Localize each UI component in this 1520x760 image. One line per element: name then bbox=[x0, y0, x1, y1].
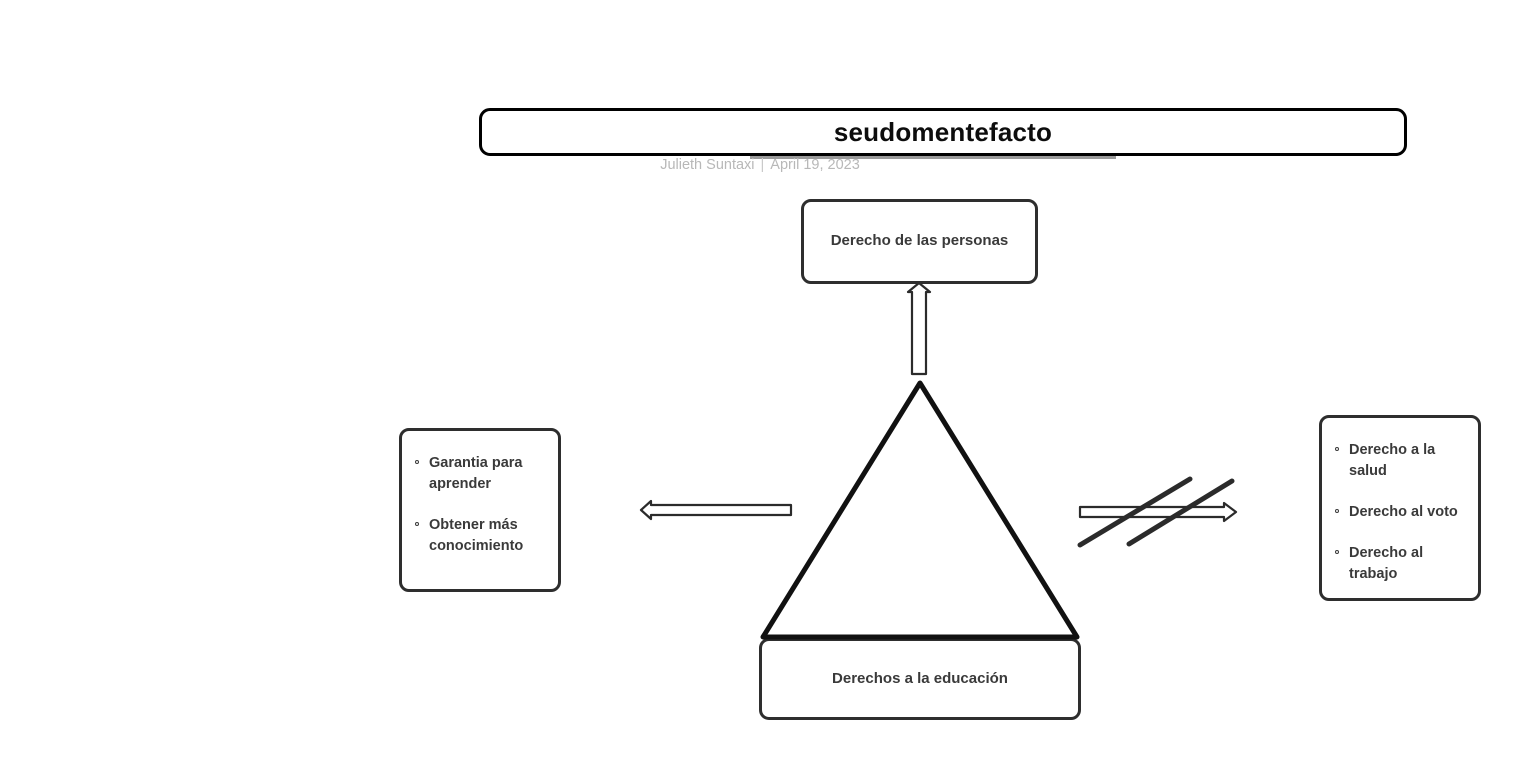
byline-author: Julieth Suntaxi bbox=[660, 157, 755, 173]
exclusiones-list: Derecho a la salud Derecho al voto Derec… bbox=[1332, 440, 1464, 585]
list-item: Derecho al trabajo bbox=[1332, 543, 1464, 585]
node-supraordinada-label: Derecho de las personas bbox=[830, 232, 1009, 250]
page-title: seudomentefacto bbox=[833, 117, 1053, 147]
arrow-up-connector bbox=[906, 281, 932, 376]
node-supraordinada[interactable]: Derecho de las personas bbox=[801, 199, 1038, 284]
negation-slash-1 bbox=[1077, 476, 1193, 548]
document-title-box[interactable]: seudomentefacto bbox=[479, 108, 1407, 156]
arrow-right-connector bbox=[1077, 476, 1238, 548]
title-underline-rule bbox=[750, 156, 1116, 159]
document-byline: Julieth Suntaxi | April 19, 2023 bbox=[0, 157, 1520, 173]
list-item: Derecho al voto bbox=[1332, 502, 1464, 523]
list-item: Garantia para aprender bbox=[412, 453, 544, 495]
node-infraordinadas[interactable]: Garantia para aprender Obtener más conoc… bbox=[399, 428, 561, 592]
list-item: Obtener más conocimiento bbox=[412, 515, 544, 557]
negation-slash-2 bbox=[1126, 478, 1235, 547]
arrow-left-connector bbox=[639, 499, 793, 521]
node-isoordinada[interactable]: Derechos a la educación bbox=[759, 638, 1081, 720]
byline-date: April 19, 2023 bbox=[770, 157, 860, 173]
byline-separator: | bbox=[760, 157, 765, 173]
infraordinadas-list: Garantia para aprender Obtener más conoc… bbox=[412, 453, 544, 557]
list-item: Derecho a la salud bbox=[1332, 440, 1464, 482]
node-exclusiones[interactable]: Derecho a la salud Derecho al voto Derec… bbox=[1319, 415, 1481, 601]
node-isoordinada-label: Derechos a la educación bbox=[832, 669, 1008, 687]
central-triangle bbox=[760, 380, 1080, 640]
